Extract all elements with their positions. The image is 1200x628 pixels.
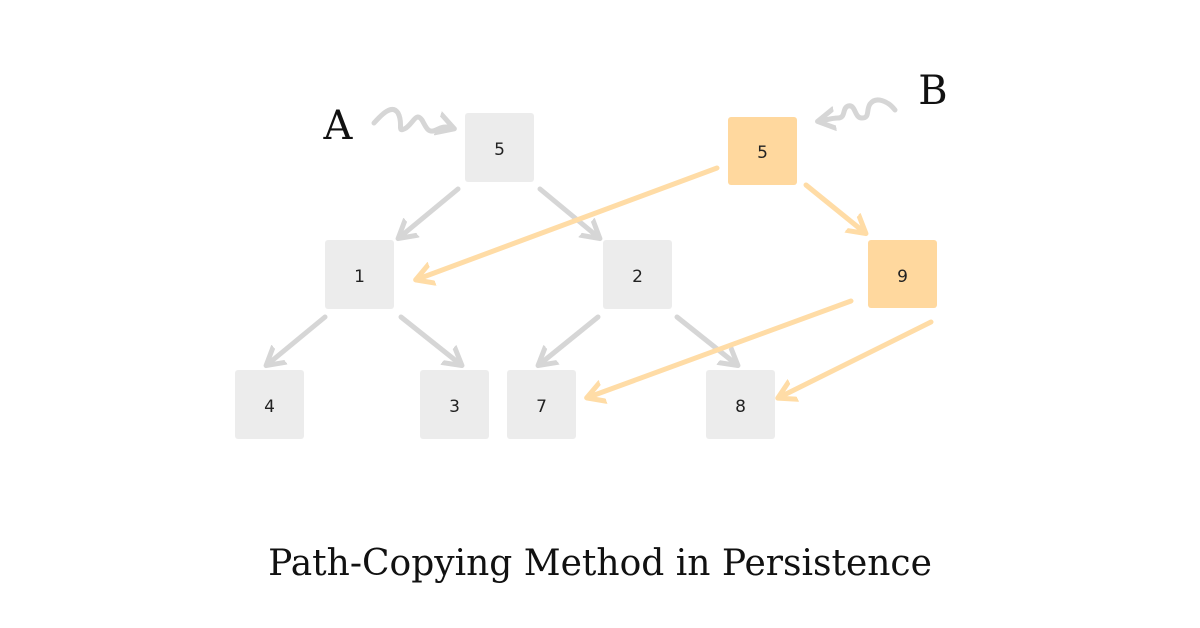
edge-b-9-to-7 (589, 298, 854, 397)
edge-a-2-to-8 (674, 314, 736, 364)
node-a-right-left: 7 (507, 370, 576, 439)
pointer-arrows (371, 97, 898, 131)
edge-a-1-to-4 (268, 314, 328, 364)
node-a-right-right: 8 (706, 370, 775, 439)
node-a-root: 5 (465, 113, 534, 182)
node-a-left-left: 4 (235, 370, 304, 439)
version-b-label: B (918, 68, 947, 114)
edge-a-root-to-1 (400, 186, 461, 237)
node-a-right: 2 (603, 240, 672, 309)
version-a-edges (268, 186, 736, 364)
node-b-right-value: 9 (897, 267, 908, 287)
version-a-nodes: 5 1 2 4 3 7 8 (235, 113, 775, 439)
node-a-root-value: 5 (494, 140, 505, 160)
node-a-left-right-value: 3 (449, 397, 460, 417)
diagram-caption: Path-Copying Method in Persistence (268, 543, 932, 584)
node-a-left-value: 1 (354, 267, 365, 287)
node-a-left: 1 (325, 240, 394, 309)
node-a-right-left-value: 7 (536, 397, 547, 417)
edge-a-root-to-2 (537, 186, 598, 237)
node-b-root: 5 (728, 117, 797, 185)
version-b-edges (418, 165, 934, 397)
edge-a-1-to-3 (398, 314, 460, 364)
squiggle-arrow-a-icon (371, 107, 452, 131)
node-a-left-left-value: 4 (264, 397, 275, 417)
edge-b-root-to-9 (803, 182, 864, 232)
edge-a-2-to-7 (540, 314, 601, 364)
edge-b-9-to-8 (780, 319, 934, 397)
version-a-label: A (323, 103, 354, 149)
node-a-right-value: 2 (632, 267, 643, 287)
node-b-right: 9 (868, 240, 937, 308)
edge-b-root-to-1 (418, 165, 720, 279)
node-a-right-right-value: 8 (735, 397, 746, 417)
squiggle-arrow-b-icon (820, 97, 898, 121)
version-b-nodes: 5 9 (728, 117, 937, 308)
node-a-left-right: 3 (420, 370, 489, 439)
node-b-root-value: 5 (757, 143, 768, 163)
